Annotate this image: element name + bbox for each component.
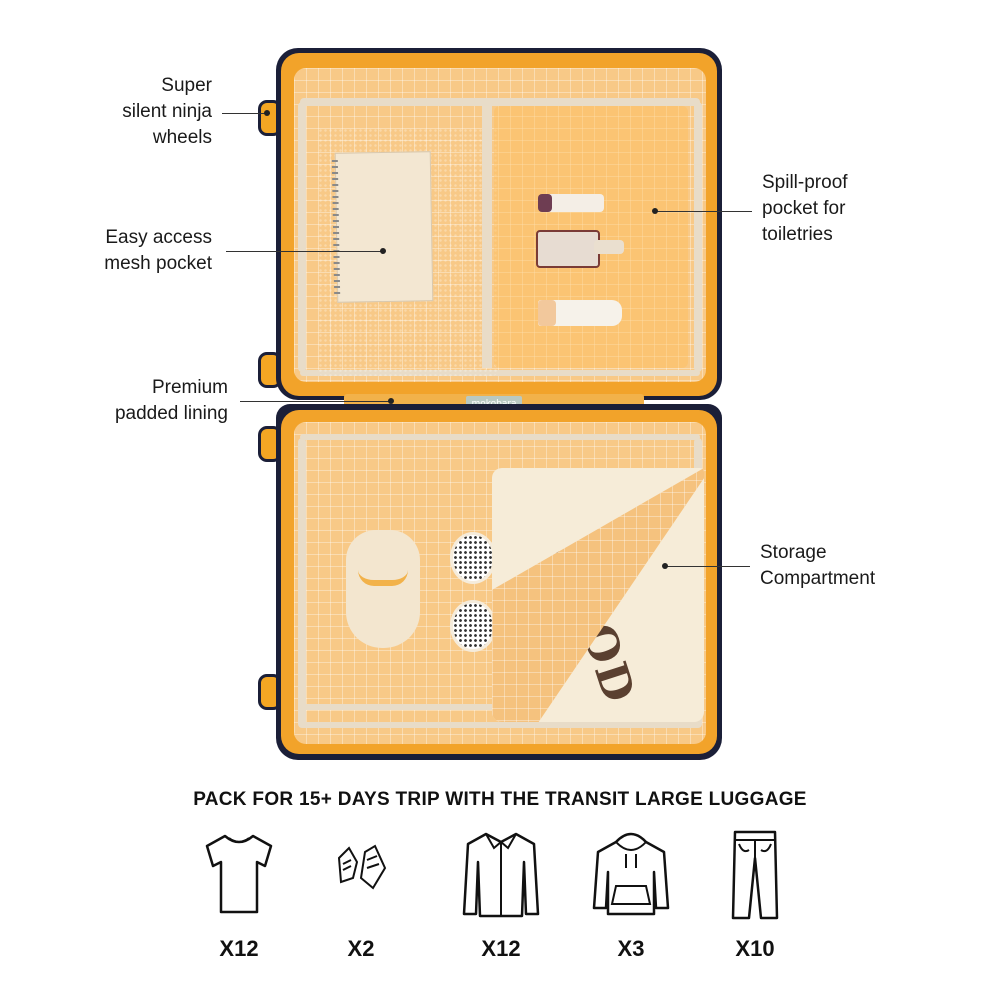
dot-mesh bbox=[380, 248, 386, 254]
leader-storage bbox=[666, 566, 750, 567]
callout-mesh: Easy access mesh pocket bbox=[104, 227, 212, 274]
storage-compartment-flap: HOOD bbox=[492, 468, 704, 722]
suitcase-bottom-shell: HOOD bbox=[276, 404, 722, 760]
top-lining bbox=[294, 68, 706, 382]
toiletry-bottle-cap bbox=[594, 240, 624, 254]
callout-storage: Storage Compartment bbox=[760, 542, 876, 589]
toiletry-bottle bbox=[536, 230, 600, 268]
dot-wheels bbox=[264, 110, 270, 116]
leader-wheels bbox=[222, 113, 270, 114]
suitcase-image: mokobara HOOD bbox=[258, 48, 722, 760]
top-bottom-zipper bbox=[300, 370, 700, 376]
top-zipper bbox=[300, 98, 700, 106]
pack-count-sneakers: X2 bbox=[347, 936, 375, 961]
dot-storage bbox=[662, 563, 668, 569]
sunglasses bbox=[444, 532, 496, 652]
eye-mask bbox=[346, 530, 420, 648]
tshirt-icon bbox=[205, 834, 273, 914]
notepad bbox=[331, 151, 434, 303]
pack-item-sneakers bbox=[306, 828, 416, 918]
shirt-icon bbox=[462, 832, 540, 918]
leader-spill bbox=[656, 211, 752, 212]
dot-lining bbox=[388, 398, 394, 404]
dot-spill bbox=[652, 208, 658, 214]
pack-count-tshirt: X12 bbox=[219, 936, 259, 961]
bottom-left-zipper bbox=[298, 438, 306, 728]
callout-lining: Premium padded lining bbox=[114, 377, 228, 424]
pack-count-trousers: X10 bbox=[735, 936, 775, 961]
bottom-top-zipper bbox=[300, 434, 700, 440]
right-zipper bbox=[694, 102, 702, 372]
hoodie-icon bbox=[592, 832, 670, 916]
pack-item-tshirt bbox=[184, 828, 294, 918]
sunscreen-tube-cap bbox=[538, 300, 556, 326]
pack-item-shirt bbox=[446, 828, 556, 920]
suitcase-top-shell bbox=[276, 48, 722, 400]
pack-count-hoodie: X3 bbox=[617, 936, 645, 961]
toiletry-tube-cap bbox=[538, 194, 552, 212]
callout-wheels: Super silent ninja wheels bbox=[122, 75, 212, 148]
leader-mesh bbox=[226, 251, 382, 252]
pack-count-shirt: X12 bbox=[481, 936, 521, 961]
toiletry-tube bbox=[540, 194, 604, 212]
bottom-zipper-1 bbox=[300, 704, 506, 710]
leader-lining bbox=[240, 401, 392, 402]
pack-item-trousers bbox=[700, 828, 810, 922]
bottom-zipper-2 bbox=[300, 722, 700, 728]
pack-item-hoodie bbox=[576, 828, 686, 920]
pocket-divider bbox=[482, 106, 492, 368]
sneakers-icon bbox=[337, 844, 387, 890]
left-zipper bbox=[298, 102, 306, 372]
trousers-icon bbox=[731, 830, 779, 920]
bottom-lining: HOOD bbox=[294, 422, 706, 744]
callout-spill: Spill-proof pocket for toiletries bbox=[762, 172, 848, 245]
pack-title: PACK FOR 15+ DAYS TRIP WITH THE TRANSIT … bbox=[193, 789, 807, 810]
